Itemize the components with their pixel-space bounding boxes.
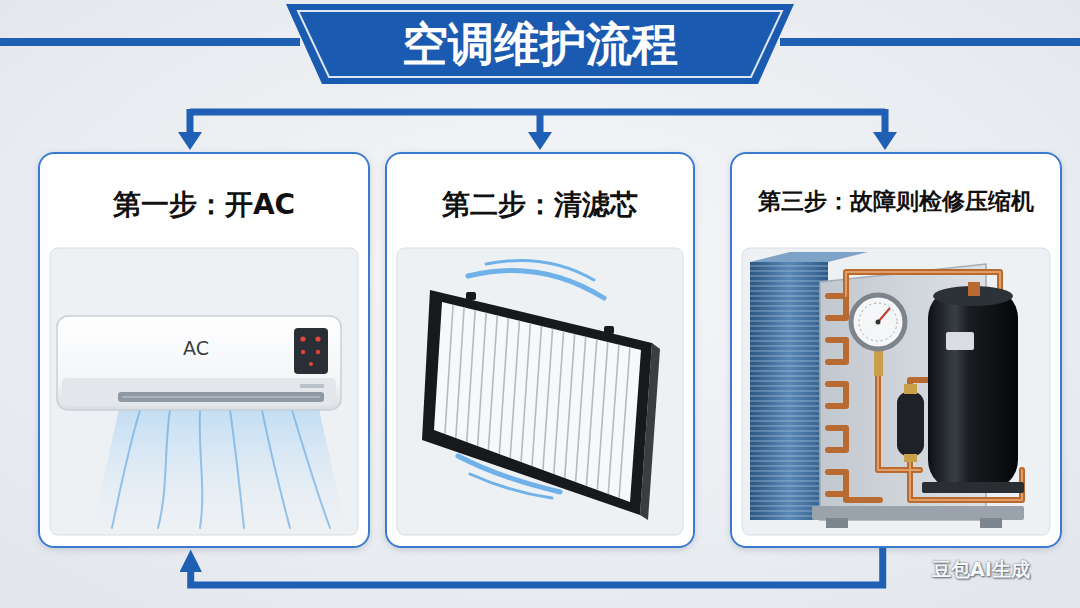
air-conditioner-drawing bbox=[118, 392, 324, 402]
box-ground bbox=[38, 152, 1062, 548]
filter-drawing bbox=[434, 302, 641, 502]
picture-panel bbox=[742, 248, 1050, 535]
air-conditioner-drawing bbox=[315, 336, 320, 341]
air-conditioner-drawing bbox=[316, 350, 320, 354]
compressor-unit-drawing bbox=[750, 252, 868, 262]
picture-panel bbox=[50, 248, 358, 535]
distribution-bar bbox=[873, 132, 897, 150]
unit-label: AC bbox=[183, 337, 209, 359]
compressor-unit-drawing bbox=[851, 295, 905, 349]
distribution-bar bbox=[190, 109, 885, 134]
return-arrow bbox=[191, 548, 883, 585]
compressor-unit-drawing bbox=[812, 506, 1024, 520]
compressor-unit-drawing bbox=[750, 252, 1024, 528]
title-banner bbox=[780, 38, 1080, 46]
air-conditioner-drawing bbox=[158, 410, 170, 528]
compressor-unit-drawing bbox=[828, 272, 1022, 500]
air-conditioner-drawing bbox=[294, 328, 328, 374]
air-conditioner-drawing bbox=[300, 384, 324, 388]
distribution-bar bbox=[178, 109, 897, 150]
step-box: 第三步：故障则检修压缩机 bbox=[730, 152, 1062, 548]
compressor-unit-drawing bbox=[904, 454, 917, 462]
picture-panel bbox=[397, 248, 683, 535]
air-conditioner-drawing bbox=[292, 410, 330, 528]
air-conditioner-drawing bbox=[62, 378, 336, 406]
air-conditioner-drawing bbox=[92, 404, 346, 532]
air-conditioner-drawing bbox=[301, 350, 305, 354]
picture-panel bbox=[50, 248, 1050, 535]
filter-drawing bbox=[422, 260, 660, 520]
air-conditioner-drawing bbox=[112, 410, 330, 528]
box-ground bbox=[385, 152, 695, 548]
compressor-unit-drawing bbox=[922, 482, 1024, 493]
box-ground bbox=[730, 152, 1062, 548]
filter-drawing bbox=[445, 305, 630, 498]
step-heading: 第三步：故障则检修压缩机 bbox=[758, 188, 1034, 216]
step-heading: 第二步：清滤芯 bbox=[442, 188, 638, 222]
air-conditioner-drawing bbox=[57, 316, 346, 532]
title-banner bbox=[286, 4, 794, 84]
compressor-unit-drawing bbox=[846, 494, 880, 500]
title-banner bbox=[0, 4, 1080, 84]
watermark: 豆包AI生成 bbox=[932, 557, 1030, 583]
distribution-bar bbox=[528, 132, 552, 150]
compressor-unit-drawing bbox=[980, 518, 1002, 528]
air-conditioner-drawing bbox=[57, 316, 341, 410]
compressor-unit-drawing bbox=[750, 262, 828, 520]
air-conditioner-drawing bbox=[309, 362, 313, 366]
compressor-unit-drawing bbox=[928, 288, 1018, 490]
compressor-unit-drawing bbox=[876, 320, 881, 325]
filter-drawing bbox=[466, 292, 476, 300]
compressor-unit-drawing bbox=[826, 518, 848, 528]
compressor-unit-drawing bbox=[968, 282, 980, 296]
air-conditioner-drawing bbox=[122, 396, 320, 397]
compressor-unit-drawing bbox=[859, 303, 897, 341]
step-box: 第二步：清滤芯 bbox=[385, 152, 695, 548]
air-conditioner-drawing bbox=[300, 336, 305, 341]
filter-drawing bbox=[604, 326, 614, 334]
compressor-unit-drawing bbox=[846, 272, 1022, 500]
title-banner bbox=[0, 38, 300, 46]
air-conditioner-drawing bbox=[262, 410, 290, 528]
filter-drawing bbox=[422, 290, 652, 515]
compressor-unit-drawing bbox=[897, 392, 924, 456]
compressor-unit-drawing bbox=[878, 308, 890, 322]
compressor-unit-drawing bbox=[946, 332, 974, 350]
compressor-unit-drawing bbox=[828, 296, 846, 494]
filter-drawing bbox=[486, 260, 594, 280]
title-banner bbox=[298, 11, 782, 77]
step-heading: 第一步：开AC bbox=[113, 188, 295, 222]
compressor-unit-drawing bbox=[904, 384, 917, 394]
air-conditioner-drawing bbox=[230, 410, 244, 528]
title-text: 空调维护流程 bbox=[322, 14, 758, 74]
air-conditioner-drawing bbox=[200, 410, 203, 528]
air-conditioner-drawing bbox=[112, 410, 140, 528]
box-ground bbox=[38, 152, 370, 548]
distribution-bar bbox=[178, 132, 202, 150]
compressor-unit-drawing bbox=[750, 262, 828, 520]
air-conditioner-drawing bbox=[122, 396, 320, 397]
